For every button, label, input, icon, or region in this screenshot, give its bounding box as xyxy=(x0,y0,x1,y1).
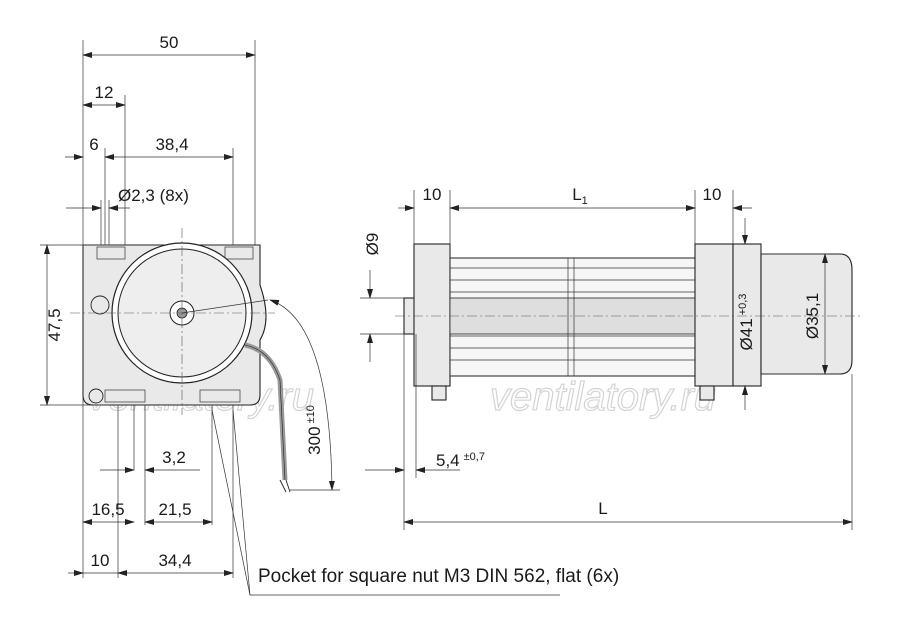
dim-34-4-label: 34,4 xyxy=(158,551,191,570)
pocket-bottom-right xyxy=(199,389,241,403)
watermark-right: ventilatory.ru xyxy=(490,375,716,419)
dim-16-5-label: 16,5 xyxy=(91,500,124,519)
side-view: 50 12 6 38,4 Ø2,3 (8x) 47,5 3,2 16,5 21,… xyxy=(40,33,560,596)
motor-flange xyxy=(732,243,762,387)
cable-lead-2 xyxy=(285,479,291,493)
mounting-hole-left xyxy=(90,295,110,315)
dim-3-2-label: 3,2 xyxy=(162,448,186,467)
left-end-plate xyxy=(413,243,451,387)
dim-41-label: Ø41+0,3 xyxy=(737,294,756,351)
pocket-bottom-left xyxy=(104,389,146,403)
dim-5-4-label: 5,4±0,7 xyxy=(436,451,485,470)
dim-right-10-label: 10 xyxy=(703,185,722,204)
dim-shaft-label: Ø9 xyxy=(363,233,382,256)
dim-left-10-label: 10 xyxy=(423,185,442,204)
dim-l1-label: L1 xyxy=(572,185,588,207)
right-end-plate xyxy=(694,243,734,387)
dim-50-label: 50 xyxy=(160,33,179,52)
foot-right xyxy=(699,385,715,401)
dim-cable-label: 300±10 xyxy=(305,405,324,455)
mounting-hole-bottom xyxy=(88,388,104,404)
pocket-note: Pocket for square nut M3 DIN 562, flat (… xyxy=(258,566,619,587)
dim-12-label: 12 xyxy=(95,83,114,102)
motor-housing xyxy=(760,253,853,375)
front-view: 10 L1 10 Ø9 Ø41+0,3 Ø35,1 5,4±0,7 L xyxy=(360,185,860,530)
dim-47-5-label: 47,5 xyxy=(45,308,64,341)
dim-6-label: 6 xyxy=(89,135,98,154)
dim-hole-label: Ø2,3 (8x) xyxy=(118,186,189,205)
dim-35-1-label: Ø35,1 xyxy=(803,293,822,339)
dim-total-label: L xyxy=(598,499,607,518)
cable-lead-1 xyxy=(279,479,287,493)
cable-length-arc xyxy=(269,299,335,491)
dim-21-5-label: 21,5 xyxy=(158,500,191,519)
pocket-top-right xyxy=(224,246,254,260)
dim-10-label: 10 xyxy=(91,551,110,570)
dim-38-4-label: 38,4 xyxy=(155,135,188,154)
pocket-top-left xyxy=(96,246,126,260)
foot-left xyxy=(431,385,447,401)
